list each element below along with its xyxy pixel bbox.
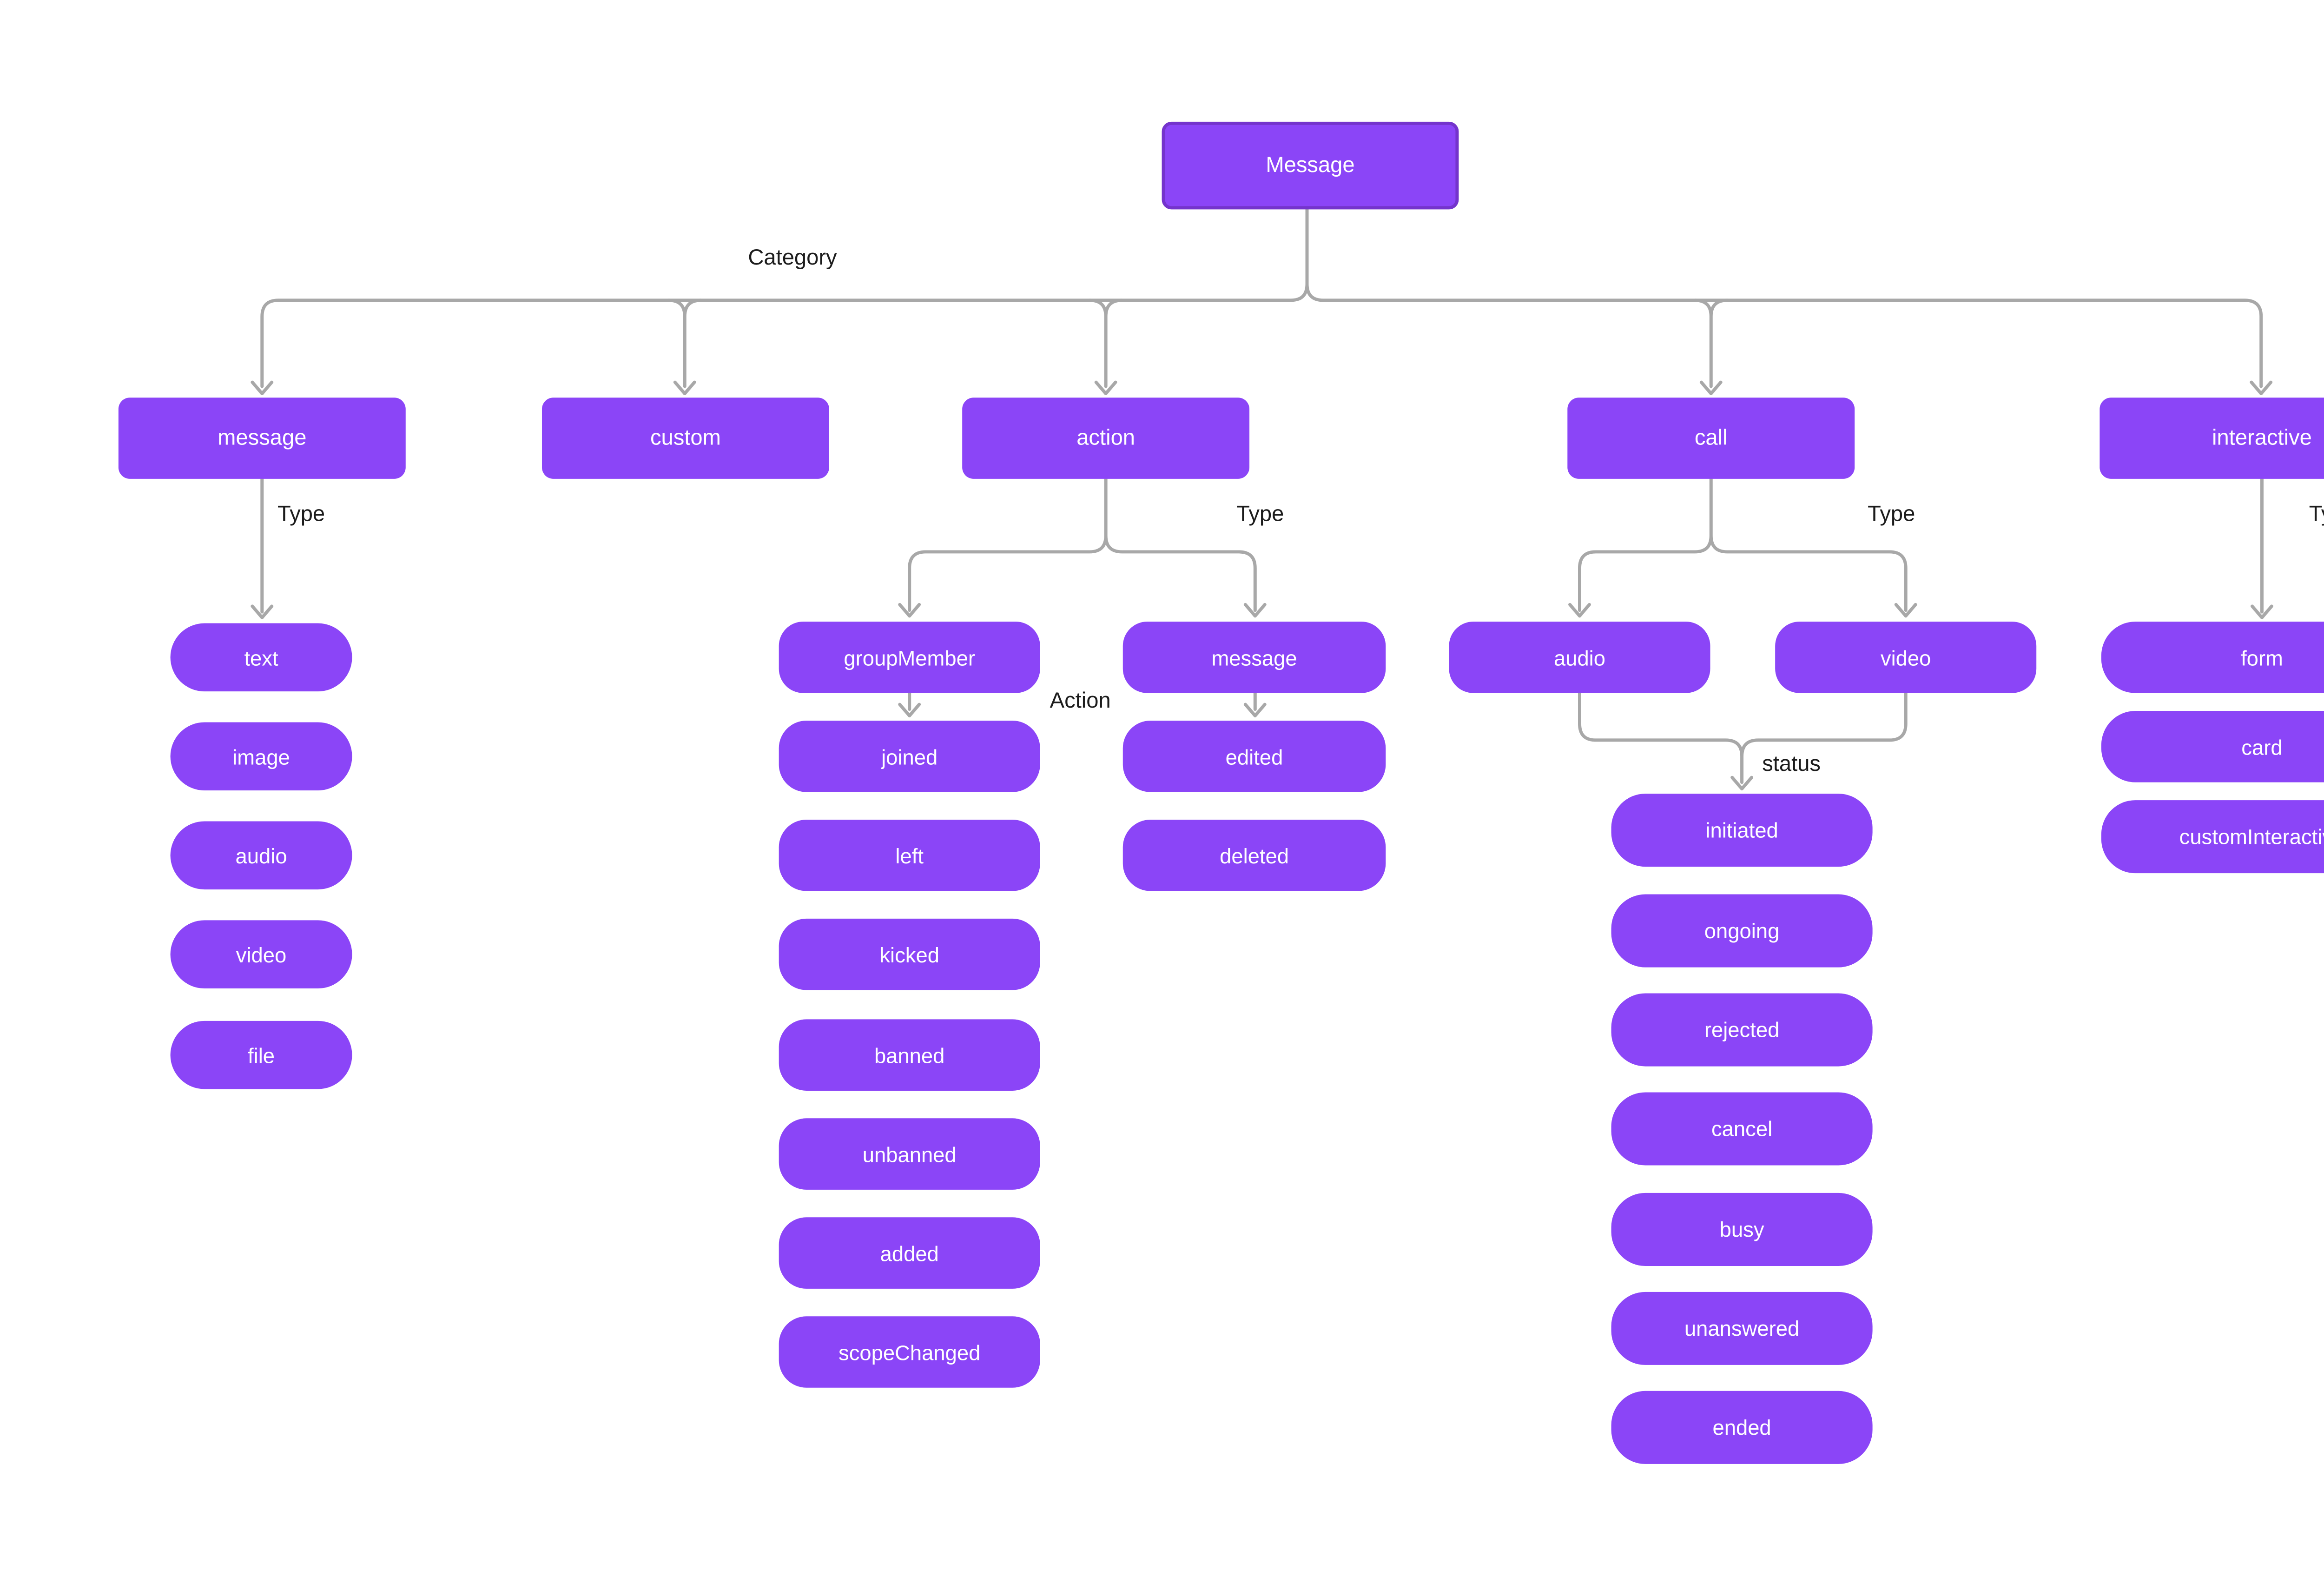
- node-category-message: message: [118, 398, 406, 479]
- arrowhead-message-type: [251, 604, 274, 619]
- node-action-joined: joined: [779, 721, 1040, 792]
- node-message-type-text: text: [170, 623, 352, 692]
- node-category-interactive: interactive: [2100, 398, 2324, 479]
- node-action-unbanned: unbanned: [779, 1118, 1040, 1190]
- node-action-subtype-message: message: [1122, 622, 1386, 693]
- edge-label-category: Category: [748, 245, 837, 270]
- node-action-edited: edited: [1122, 721, 1386, 792]
- arrowhead-call-status: [1730, 775, 1754, 791]
- node-action-banned: banned: [779, 1019, 1040, 1091]
- node-action-added: added: [779, 1217, 1040, 1289]
- connector-branch-action: [1088, 298, 1124, 388]
- arrowhead-interactive-type: [2251, 604, 2273, 619]
- connector-action-split: [908, 477, 1257, 612]
- arrowhead-messageaction-action: [1243, 703, 1267, 718]
- connector-bus-right: [1305, 201, 2263, 388]
- node-interactive-form: form: [2101, 622, 2324, 693]
- edge-label-status: status: [1762, 751, 1821, 776]
- node-call-subtype-video: video: [1775, 622, 2037, 693]
- node-action-scopechanged: scopeChanged: [779, 1316, 1040, 1388]
- connector-call-split: [1578, 477, 1908, 612]
- connector-bus-left: [260, 201, 1309, 388]
- node-message-type-audio: audio: [170, 821, 352, 890]
- edge-label-type-message: Type: [277, 501, 325, 526]
- arrowheads-action-split: [898, 603, 1267, 618]
- edge-label-action: Action: [1050, 688, 1111, 713]
- node-status-ongoing: ongoing: [1611, 894, 1873, 968]
- node-root-message: Message: [1162, 121, 1459, 210]
- connector-call-status-merge: [1578, 691, 1908, 784]
- node-message-type-video: video: [170, 920, 352, 989]
- connector-branch-custom: [667, 298, 703, 388]
- node-status-initiated: initiated: [1611, 794, 1873, 867]
- edge-label-type-interactive: Type: [2309, 501, 2324, 526]
- edge-label-type-call: Type: [1868, 501, 1915, 526]
- node-interactive-custominteractive: customInteractive: [2101, 800, 2324, 874]
- node-status-cancel: cancel: [1611, 1092, 1873, 1166]
- arrowhead-groupmember-action: [898, 703, 921, 718]
- node-action-left: left: [779, 819, 1040, 891]
- node-message-type-image: image: [170, 722, 352, 791]
- node-call-subtype-audio: audio: [1449, 622, 1710, 693]
- node-category-custom: custom: [541, 398, 829, 479]
- node-status-busy: busy: [1611, 1193, 1873, 1266]
- node-action-subtype-groupmember: groupMember: [779, 622, 1040, 693]
- node-status-ended: ended: [1611, 1391, 1873, 1464]
- node-category-call: call: [1567, 398, 1855, 479]
- node-status-rejected: rejected: [1611, 993, 1873, 1067]
- node-message-type-file: file: [170, 1021, 352, 1089]
- node-category-action: action: [962, 398, 1250, 479]
- arrowheads-category-row: [251, 380, 2273, 396]
- node-status-unanswered: unanswered: [1611, 1292, 1873, 1365]
- edge-label-type-action: Type: [1236, 501, 1284, 526]
- arrowheads-call-split: [1568, 603, 1917, 618]
- connector-branch-call: [1693, 298, 1729, 388]
- node-action-kicked: kicked: [779, 918, 1040, 990]
- node-interactive-card: card: [2101, 711, 2324, 782]
- node-action-deleted: deleted: [1122, 819, 1386, 891]
